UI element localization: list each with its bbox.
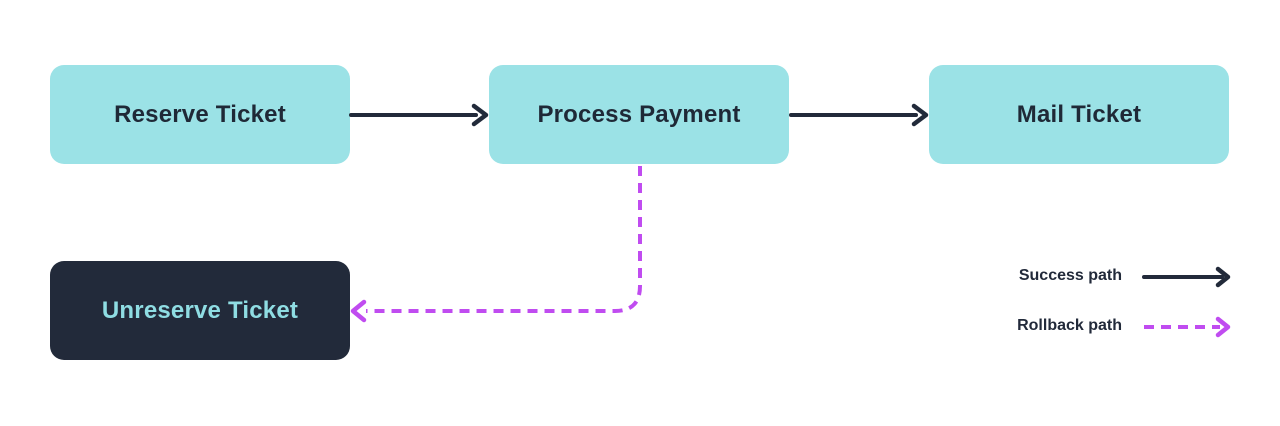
legend-rollback-label: Rollback path	[1017, 317, 1122, 334]
edge-reserve-to-process	[349, 103, 489, 127]
node-unreserve-ticket-label: Unreserve Ticket	[101, 296, 299, 324]
node-reserve-ticket[interactable]: Reserve Ticket	[50, 65, 350, 164]
node-reserve-ticket-label: Reserve Ticket	[114, 100, 286, 128]
arrowhead-icon	[350, 299, 367, 323]
legend-rollback-arrow	[1144, 316, 1231, 338]
legend-success-arrow	[1142, 266, 1231, 288]
node-process-payment-label: Process Payment	[537, 100, 741, 128]
node-mail-ticket[interactable]: Mail Ticket	[929, 65, 1229, 164]
edge-process-to-unreserve	[350, 166, 642, 323]
edge-process-to-mail	[789, 103, 929, 127]
node-process-payment[interactable]: Process Payment	[489, 65, 789, 164]
legend-success-label: Success path	[1018, 267, 1122, 284]
arrow-right-icon	[1215, 266, 1231, 288]
arrowhead-icon	[471, 103, 489, 127]
arrow-right-icon	[1215, 316, 1231, 338]
node-mail-ticket-label: Mail Ticket	[1016, 100, 1142, 128]
node-unreserve-ticket[interactable]: Unreserve Ticket	[50, 261, 350, 360]
arrowhead-icon	[911, 103, 929, 127]
